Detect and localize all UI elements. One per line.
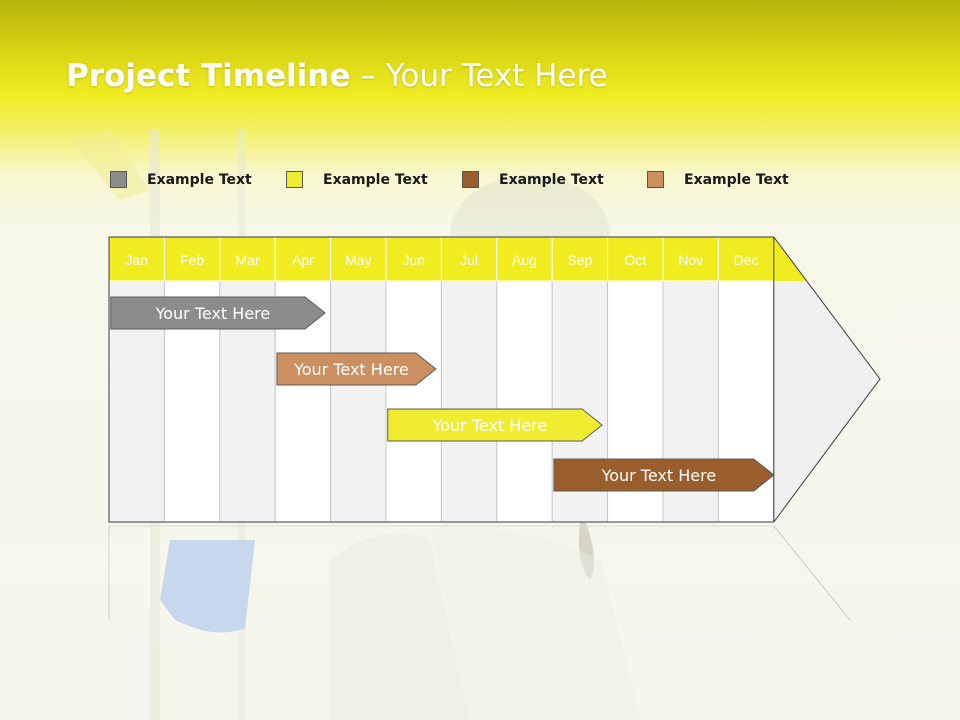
month-label-mar: Mar <box>235 252 259 268</box>
task-label-3: Your Text Here <box>432 416 548 435</box>
month-header-cell-sep <box>551 236 609 282</box>
legend-label-3: Example Text <box>499 172 604 188</box>
month-label-oct: Oct <box>624 252 646 268</box>
month-label-sep: Sep <box>567 252 592 268</box>
month-header-cell-jul <box>440 236 498 282</box>
month-column-jun <box>385 280 442 523</box>
timeline-arrow-head-fill <box>773 237 880 522</box>
legend-swatch-4 <box>647 171 664 188</box>
month-header-cell-oct <box>607 236 664 282</box>
month-column-may <box>330 280 387 523</box>
legend-swatch-3 <box>462 171 479 188</box>
legend-label-1: Example Text <box>147 172 252 188</box>
task-bar-1 <box>110 296 326 330</box>
month-label-jun: Jun <box>402 252 425 268</box>
task-bar-3 <box>387 408 603 442</box>
month-header-cell-jun <box>385 236 442 282</box>
task-label-4: Your Text Here <box>601 466 717 485</box>
month-header-cell-may <box>330 236 387 282</box>
task-bar-4 <box>553 458 775 492</box>
month-label-may: May <box>345 252 371 268</box>
legend-swatch-1 <box>110 171 127 188</box>
month-header-cell-dec <box>717 236 775 282</box>
task-label-1: Your Text Here <box>155 304 271 323</box>
month-column-aug <box>496 280 553 523</box>
month-label-jul: Jul <box>460 252 478 268</box>
task-label-2: Your Text Here <box>293 360 409 379</box>
month-label-dec: Dec <box>734 252 759 268</box>
month-header-cell-nov <box>662 236 719 282</box>
page-title: Project Timeline – Your Text Here <box>66 58 608 94</box>
month-label-nov: Nov <box>678 252 703 268</box>
month-label-aug: Aug <box>512 252 537 268</box>
month-label-apr: Apr <box>292 252 314 268</box>
title-bold-part: Project Timeline <box>66 58 351 94</box>
month-header-cell-aug <box>496 236 553 282</box>
timeline-outline-left <box>108 236 774 523</box>
month-header-cell-apr <box>274 236 332 282</box>
task-bar-2 <box>276 352 437 386</box>
legend-swatch-2 <box>286 171 303 188</box>
legend-label-2: Example Text <box>323 172 428 188</box>
reflection-line-right <box>773 525 851 621</box>
month-column-jul <box>440 280 498 523</box>
month-label-jan: Jan <box>125 252 148 268</box>
legend-label-4: Example Text <box>684 172 789 188</box>
title-rest-part: – Your Text Here <box>350 58 608 94</box>
timeline-outline-arrow <box>773 236 881 523</box>
month-label-feb: Feb <box>180 252 204 268</box>
